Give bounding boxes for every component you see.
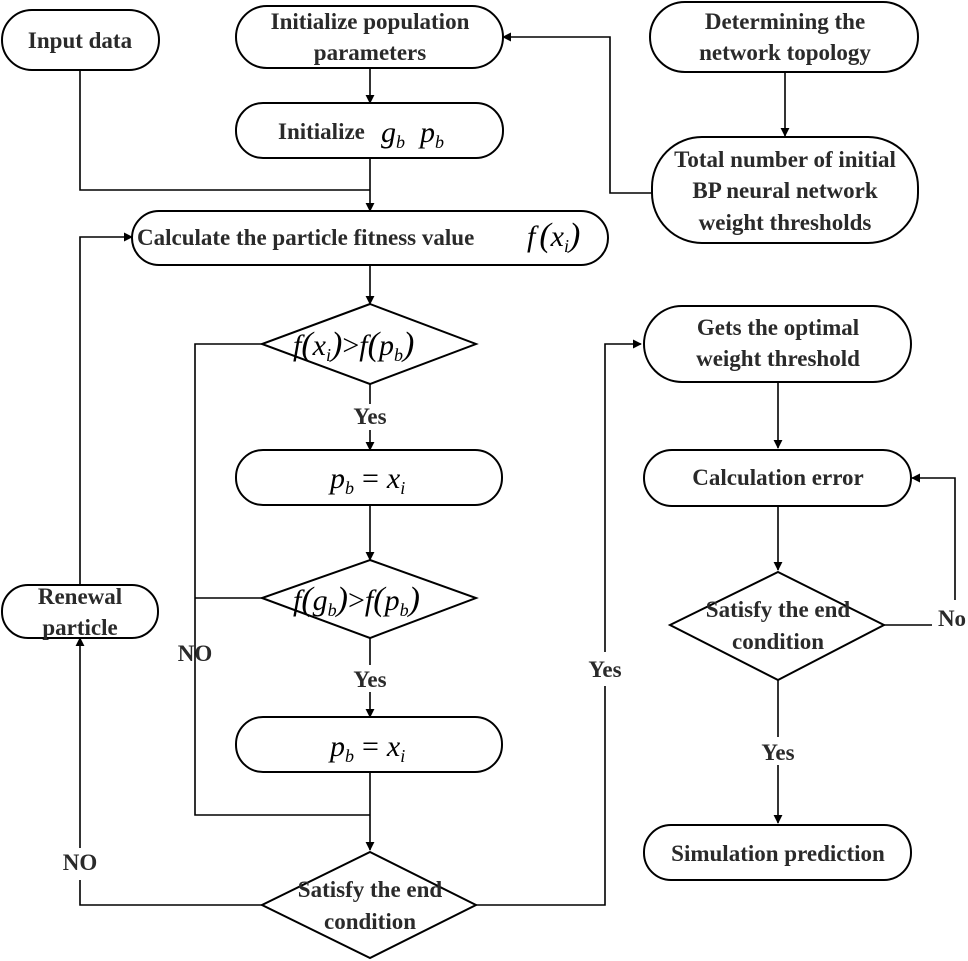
edge-end-yes-b: [604, 339, 642, 652]
math-f-xi: f(xi): [527, 217, 580, 256]
label-init-population-2: parameters: [314, 40, 426, 65]
node-end-condition-right: Satisfy the end condition: [667, 570, 887, 682]
node-calc-error: Calculation error: [643, 449, 912, 507]
label-end-right-2: condition: [732, 629, 824, 654]
node-calc-fitness: Calculate the particle fitness value f(x…: [131, 210, 609, 266]
label-topology-2: network topology: [699, 40, 871, 65]
label-no-outer: NO: [63, 850, 98, 875]
math-pb-eq-xi-2: pb=xi: [328, 730, 405, 766]
node-total-weights: Total number of initial BP neural networ…: [651, 136, 919, 244]
edge-renewal-to-fitness: [79, 232, 133, 585]
math-fgb-gt-fpb: f(gb)>f(pb): [293, 581, 420, 620]
label-weights-2: BP neural network: [692, 178, 877, 203]
edge-input-to-merge: [79, 70, 370, 191]
edge-right-no-b: [911, 473, 956, 600]
label-optimal-2: weight threshold: [696, 346, 860, 371]
svg-text:Initialize: Initialize: [278, 119, 365, 144]
label-end-left-1: Satisfy the end: [298, 877, 443, 902]
label-no-right: No: [938, 606, 966, 631]
node-simulation-prediction: Simulation prediction: [643, 824, 912, 881]
label-end-right-1: Satisfy the end: [706, 597, 851, 622]
label-init-population-1: Initialize population: [271, 9, 470, 34]
node-optimal-weight: Gets the optimal weight threshold: [643, 305, 912, 383]
math-fxi-gt-fpb: f(xi)>f(pb): [293, 326, 414, 365]
node-determine-topology: Determining the network topology: [649, 1, 919, 73]
label-simulation: Simulation prediction: [671, 841, 885, 866]
label-calc-fitness: Calculate the particle fitness value: [137, 225, 474, 250]
node-diamond-compare-pb: f(xi)>f(pb): [259, 302, 479, 386]
label-no-inner: NO: [178, 641, 213, 666]
node-renewal-particle: Renewal particle: [1, 584, 159, 640]
label-weights-3: weight thresholds: [699, 210, 872, 235]
label-weights-1: Total number of initial: [674, 147, 896, 172]
label-calc-error: Calculation error: [692, 465, 863, 490]
label-yes-1: Yes: [353, 404, 386, 429]
math-gb: gb: [381, 116, 405, 152]
label-yes-right: Yes: [761, 740, 794, 765]
node-diamond-compare-gb: f(gb)>f(pb): [259, 558, 479, 640]
node-init-gb-pb: Initialize gb pb: [235, 102, 504, 159]
connectors: [75, 32, 956, 906]
node-end-condition-left: Satisfy the end condition: [259, 850, 479, 960]
math-pb-eq-xi-1: pb=xi: [328, 462, 405, 498]
edge-end-no-a: [79, 880, 262, 906]
label-init-gb-prefix: Initialize: [278, 119, 365, 144]
edge-weights-to-initpop: [502, 32, 652, 194]
label-renewal-1: Renewal: [38, 584, 122, 609]
label-yes-2: Yes: [353, 667, 386, 692]
node-input-data: Input data: [1, 9, 160, 71]
math-pb: pb: [418, 116, 444, 152]
label-input-data: Input data: [28, 28, 133, 53]
node-assign-pb-1: pb=xi: [235, 449, 503, 506]
label-end-left-2: condition: [324, 909, 416, 934]
edge-no-inner-loop: [194, 343, 370, 816]
edge-end-yes-a: [476, 686, 606, 906]
node-assign-pb-2: pb=xi: [235, 716, 503, 773]
edge-labels: Yes Yes NO NO Yes No Yes: [63, 404, 966, 875]
node-init-population: Initialize population parameters: [235, 5, 504, 69]
label-topology-1: Determining the: [705, 9, 865, 34]
label-renewal-2: particle: [42, 615, 117, 640]
label-optimal-1: Gets the optimal: [697, 315, 859, 340]
label-yes-to-optimal: Yes: [588, 657, 621, 682]
